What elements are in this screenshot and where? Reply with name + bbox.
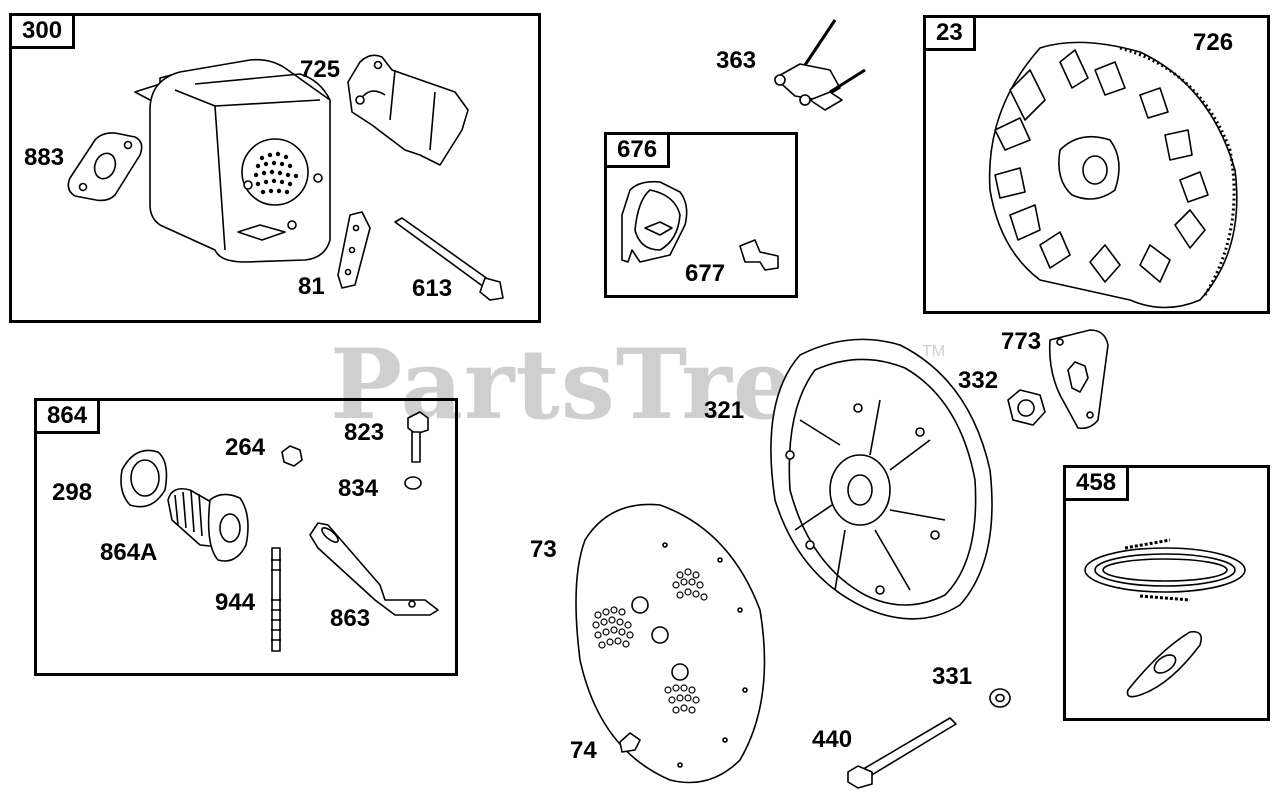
screen-73-holes: [592, 568, 708, 714]
bolt-440-drawing: [864, 717, 957, 777]
part-label-81[interactable]: 81: [298, 273, 325, 300]
bolt-823-drawing: [407, 411, 429, 435]
part-label-613[interactable]: 613: [412, 275, 453, 302]
part-363-drawing: [774, 19, 866, 111]
part-label-677[interactable]: 677: [685, 260, 726, 287]
group-label-300: 300: [9, 13, 76, 49]
group-label-676: 676: [604, 132, 671, 168]
screw-74-drawing: [619, 732, 641, 753]
flywheel-726-drawing: [988, 41, 1238, 309]
spring-458-drawing: [1084, 538, 1246, 602]
nut-298-drawing: [120, 449, 168, 508]
group-label-23: 23: [923, 15, 976, 51]
part-label-321[interactable]: 321: [704, 397, 745, 424]
part-label-264[interactable]: 264: [225, 434, 266, 461]
washer-331-drawing: [989, 688, 1011, 708]
group-box-300: 300: [9, 13, 541, 323]
part-label-73[interactable]: 73: [530, 536, 557, 563]
part-label-331[interactable]: 331: [932, 663, 973, 690]
pulley-321-drawing: [770, 338, 993, 620]
group-box-864: 864: [34, 398, 458, 676]
part-label-332[interactable]: 332: [958, 367, 999, 394]
muffler-drawing: [134, 58, 331, 263]
part-676-drawing: [621, 180, 688, 263]
screen-73-drawing: [575, 503, 766, 784]
part-label-864A[interactable]: 864A: [100, 539, 158, 566]
part-label-726[interactable]: 726: [1193, 29, 1234, 56]
part-label-440[interactable]: 440: [812, 726, 853, 753]
deflector-725-drawing: [347, 54, 469, 166]
washer-834-drawing: [404, 476, 422, 490]
fitting-864A-drawing: [167, 487, 249, 562]
group-box-23: 23: [923, 15, 1270, 314]
part-label-725[interactable]: 725: [300, 56, 341, 83]
muffler-dots: [253, 151, 299, 195]
part-label-363[interactable]: 363: [716, 47, 757, 74]
group-label-458: 458: [1063, 465, 1130, 501]
screw-677-drawing: [739, 239, 779, 271]
part-label-823[interactable]: 823: [344, 419, 385, 446]
part-label-863[interactable]: 863: [330, 605, 371, 632]
bracket-863-drawing: [309, 522, 439, 616]
nut-264-drawing: [281, 445, 303, 467]
watermark-trademark: TM: [922, 343, 946, 360]
stud-944-drawing: [271, 547, 281, 652]
group-label-864: 864: [34, 398, 101, 434]
part-label-834[interactable]: 834: [338, 475, 379, 502]
part-label-74[interactable]: 74: [570, 737, 597, 764]
part-label-298[interactable]: 298: [52, 479, 93, 506]
part-label-883[interactable]: 883: [24, 144, 65, 171]
part-label-773[interactable]: 773: [1001, 328, 1042, 355]
group-box-458: 458: [1063, 465, 1270, 721]
part-label-944[interactable]: 944: [215, 589, 256, 616]
retainer-458-drawing: [1126, 630, 1203, 698]
group-box-676: 676: [604, 132, 798, 298]
